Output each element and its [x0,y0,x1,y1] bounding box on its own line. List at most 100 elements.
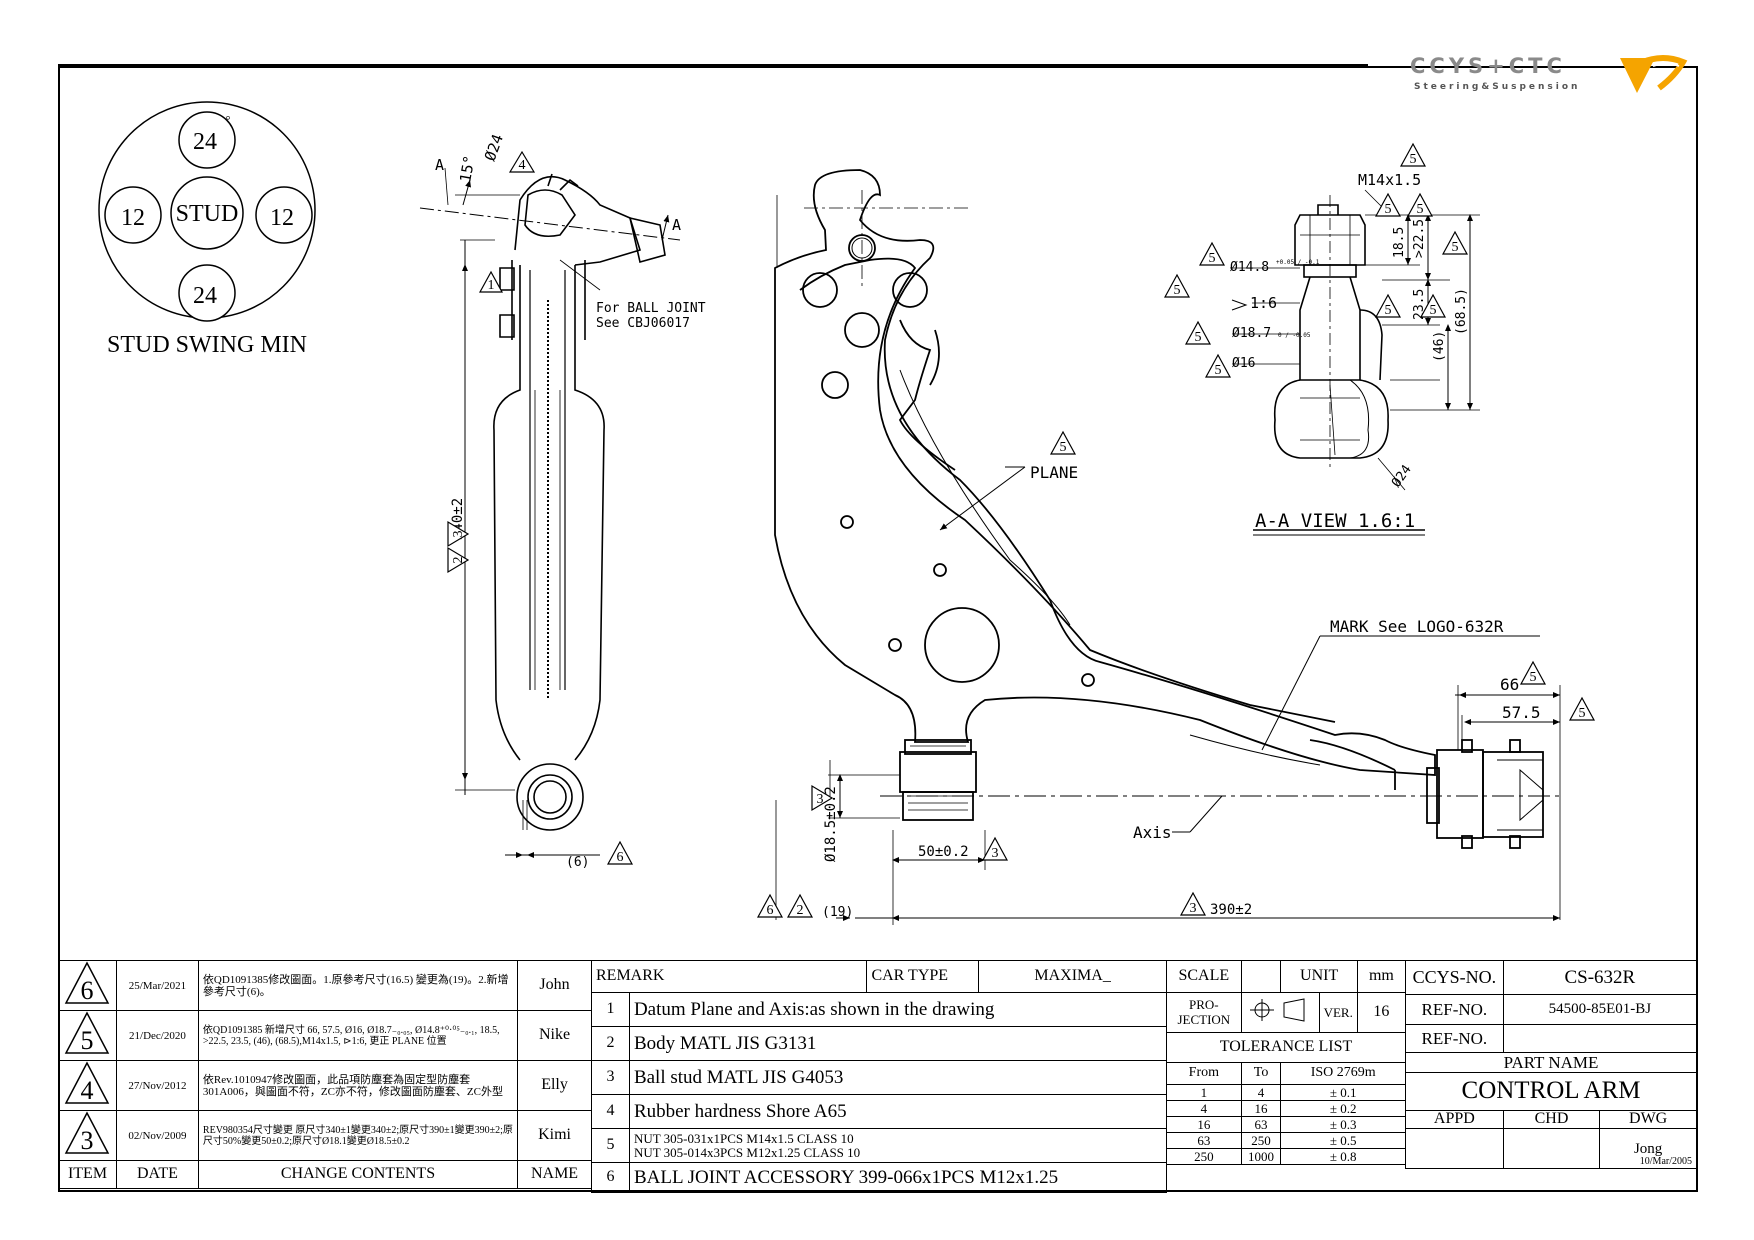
logo-mark-icon [1620,55,1688,93]
ref-no-value: 54500-85E01-BJ [1502,994,1698,1025]
rev-item: 3 [58,1110,117,1162]
svg-text:5: 5 [1385,303,1392,318]
tol-value: ± 0.5 [1280,1132,1406,1149]
title-block: CCYS-NO. CS-632R REF-NO. 54500-85E01-BJ … [1405,960,1698,1169]
section-mark-a-right: A [672,216,681,234]
rev-date: 02/Nov/2009 [115,1110,199,1162]
revision-row: 3 02/Nov/2009 REV980354尺寸變更 原尺寸340±1變更34… [58,1110,592,1162]
rev-header-name: NAME [517,1160,592,1190]
side-angle-label: 15° [456,154,478,184]
rev-date: 27/Nov/2012 [115,1060,199,1112]
stud-swing-top: 24 [193,129,217,155]
car-type-value: MAXIMA_ [978,960,1167,993]
svg-text:2: 2 [451,557,466,564]
rev-contents: 依Rev.1010947修改圖面，此品項防塵套為固定型防塵套301A006，與圖… [197,1060,519,1112]
aa-d16: Ø16 [1232,356,1255,371]
svg-text:3: 3 [1190,901,1197,916]
dim-57-5: 57.5 [1502,703,1541,722]
revision-row: 4 27/Nov/2012 依Rev.1010947修改圖面，此品項防塵套為固定… [58,1060,592,1112]
aa-thread: M14x1.5 [1358,171,1421,189]
stud-swing-unit: ° [226,113,231,127]
side-width-dim: (6) [566,855,589,870]
remark-text: Rubber hardness Shore A65 [628,1094,1168,1129]
rev-date: 25/Mar/2021 [115,959,199,1012]
aa-d14-8: Ø14.8 [1230,260,1269,275]
ccys-no-label: CCYS-NO. [1405,960,1504,995]
tol-value: ± 0.2 [1280,1100,1406,1117]
svg-text:5: 5 [81,1026,94,1055]
stud-swing-title: STUD SWING MIN [107,332,307,358]
aa-h18-5: 18.5 [1392,227,1407,258]
dim-390: 390±2 [1210,902,1252,918]
rev-item: 4 [58,1060,117,1112]
remark-text: NUT 305-031x1PCS M14x1.5 CLASS 10 [633,1130,854,1146]
rev-name: Kimi [517,1110,592,1162]
rev-triangle-3-side: 3 [447,520,470,548]
remark-no: 5 [591,1128,630,1163]
svg-text:6: 6 [767,903,774,918]
spec-table: SCALE UNIT mm PRO-JECTION VER. 16 TOLERA… [1166,960,1407,1165]
chd-label: CHD [1502,1110,1601,1129]
aa-d14-8-tol: +0.05 / -0.1 [1276,259,1320,266]
tol-to: 4 [1240,1084,1282,1101]
projection-label: PRO-JECTION [1166,992,1242,1033]
tol-from: 16 [1166,1116,1242,1133]
dim-50: 50±0.2 [918,844,969,860]
remark-header: REMARK [590,960,868,993]
tol-value: ± 0.1 [1280,1084,1406,1101]
aa-rev-triangles: 5 5 5 5 5 5 5 5 5 5 [1163,142,1469,378]
remark-text: Body MATL JIS G3131 [628,1026,1168,1061]
side-ball-dia-label: Ø24 [481,132,507,164]
remark-row: 6 BALL JOINT ACCESSORY 399-066x1PCS M12x… [591,1162,1168,1193]
stud-swing-right: 12 [270,205,294,231]
ver-label: VER. [1318,992,1358,1033]
tolerance-title: TOLERANCE LIST [1166,1032,1406,1063]
svg-text:5: 5 [1209,251,1216,266]
rev-name: John [517,959,592,1012]
svg-text:5: 5 [1215,363,1222,378]
svg-text:5: 5 [1410,152,1417,167]
aa-view [1230,189,1480,536]
svg-text:3: 3 [817,792,824,807]
drawer-name: Jong [1633,1140,1663,1157]
rev-item: 5 [58,1010,117,1062]
ver-value: 16 [1356,992,1407,1033]
tol-value: ± 0.8 [1280,1148,1406,1165]
rev-triangle-66: 5 [1519,660,1547,685]
tol-to: 1000 [1240,1148,1282,1165]
rev-triangle-plane: 5 [1049,430,1077,455]
logo-brand: CCYS+CTC [1410,54,1566,78]
scale-label: SCALE [1166,960,1242,993]
rev-header-date: DATE [115,1160,199,1190]
svg-text:5: 5 [1060,440,1067,455]
ref-no-label-2: REF-NO. [1405,1024,1504,1053]
tol-to: 16 [1240,1100,1282,1117]
remark-no: 6 [591,1162,630,1193]
svg-text:2: 2 [797,903,804,918]
rev-triangle-57-5: 5 [1568,696,1596,721]
remark-row: 1 Datum Plane and Axis:as shown in the d… [591,992,1168,1027]
section-mark-a-top: A [435,156,444,174]
logo-tagline: Steering&Suspension [1414,82,1581,92]
remark-no: 3 [591,1060,630,1095]
tol-from: 63 [1166,1132,1242,1149]
dim-19: (19) [822,905,853,920]
svg-text:5: 5 [1579,706,1586,721]
rev-triangle-4-side: 4 [508,150,536,173]
ref-no-label: REF-NO. [1405,994,1504,1025]
aa-h46: (46) [1432,331,1447,362]
drawing-date: 10/Mar/2005 [1639,1156,1692,1168]
aa-d24: Ø24 [1389,462,1415,490]
aa-taper: 1:6 [1250,294,1277,312]
part-name-value: CONTROL ARM [1405,1072,1697,1111]
ccys-no-value: CS-632R [1502,960,1698,995]
dim-66: 66 [1500,675,1519,694]
stud-swing-center: STUD [176,201,239,227]
rev-triangle-icon: 5 [65,1011,110,1055]
frame-top-line [58,64,1368,67]
rev-header-contents: CHANGE CONTENTS [197,1160,519,1190]
